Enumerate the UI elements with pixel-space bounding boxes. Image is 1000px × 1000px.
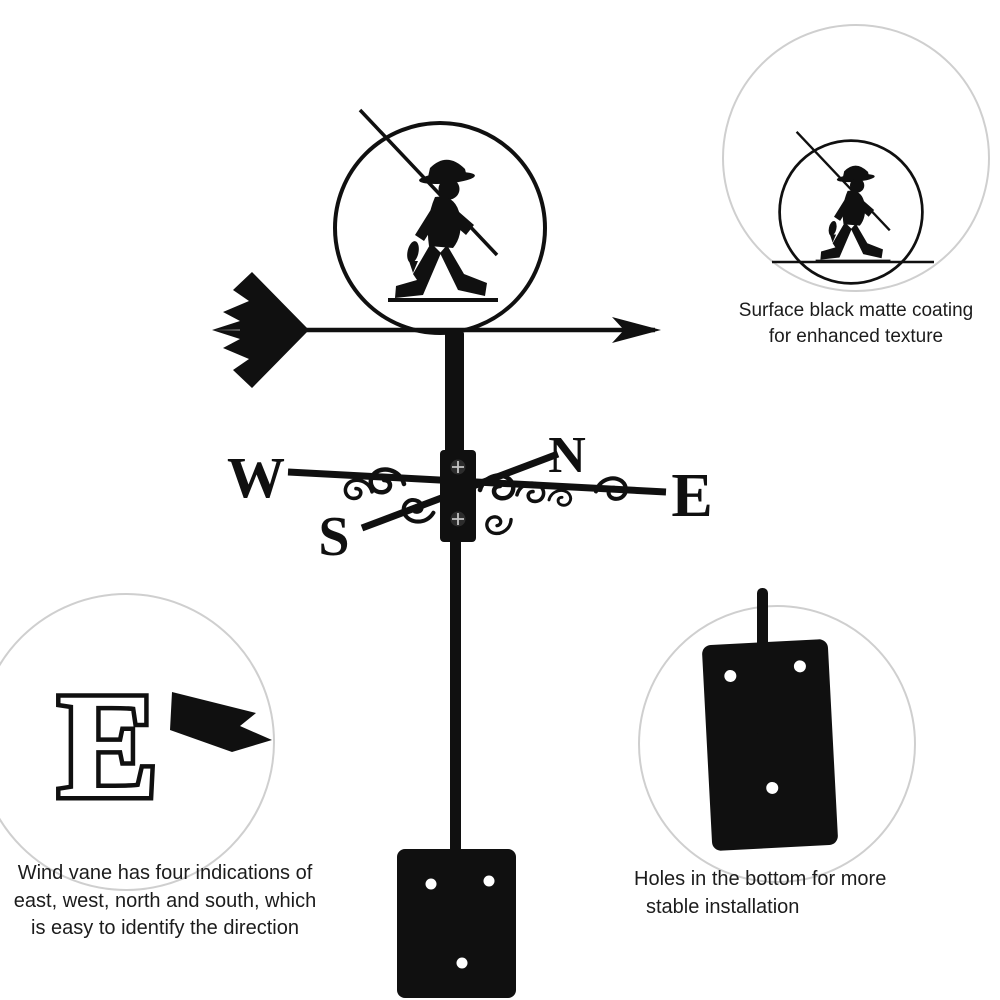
- caption-coating-line1: Surface black matte coating: [738, 300, 974, 321]
- caption-coating: Surface black matte coating for enhanced…: [698, 298, 1000, 350]
- letter-east: E: [671, 462, 712, 530]
- coating-zoom-content: [772, 131, 934, 284]
- caption-coating-line2: for enhanced texture: [768, 326, 944, 348]
- callout-ring: [722, 24, 990, 292]
- upper-rod: [445, 332, 464, 456]
- arrow-feather-top: [212, 272, 308, 330]
- mounting-section: [397, 540, 516, 998]
- arrow-head: [612, 317, 661, 343]
- lower-rod: [450, 540, 461, 855]
- callout-direction: E: [0, 593, 275, 891]
- callout-coating: [722, 24, 990, 292]
- screw-top-cross-icon: [452, 461, 464, 473]
- letter-north: N: [548, 427, 586, 484]
- letter-south: S: [318, 506, 349, 568]
- zoomed-plate: [702, 639, 838, 851]
- vane-topper: [335, 110, 545, 333]
- plate-hole: [724, 669, 737, 682]
- plate-hole: [425, 878, 437, 890]
- plate-hole: [793, 660, 806, 673]
- arrow-feather-bottom: [212, 330, 308, 388]
- plate-hole: [766, 781, 779, 794]
- plate-hole: [456, 957, 468, 969]
- callout-holes: [638, 588, 916, 883]
- caption-holes-line2: stable installation: [646, 895, 800, 918]
- caption-directions: Wind vane has four indications of east, …: [0, 860, 330, 943]
- hub-block: [440, 450, 476, 542]
- caption-holes-line1: Holes in the bottom for more: [634, 868, 887, 890]
- zoomed-rod: [757, 588, 768, 736]
- zoomed-letter-east: E: [58, 663, 158, 829]
- fishing-boy-circle: [335, 110, 545, 333]
- plate-hole: [483, 875, 495, 887]
- caption-holes: Holes in the bottom for more stable inst…: [634, 866, 944, 921]
- letter-arm: [170, 692, 272, 752]
- direction-assembly: W N E S: [227, 427, 713, 568]
- base-plate: [397, 849, 516, 998]
- wind-arrow: [212, 272, 661, 388]
- screw-bottom-cross-icon: [452, 513, 464, 525]
- letter-west: W: [227, 445, 285, 510]
- caption-directions-line1: Wind vane has four indications of: [17, 862, 313, 884]
- caption-directions-line3: is easy to identify the direction: [31, 917, 299, 940]
- callout-ring: [0, 593, 275, 891]
- caption-directions-line2: east, west, north and south, which: [13, 889, 317, 912]
